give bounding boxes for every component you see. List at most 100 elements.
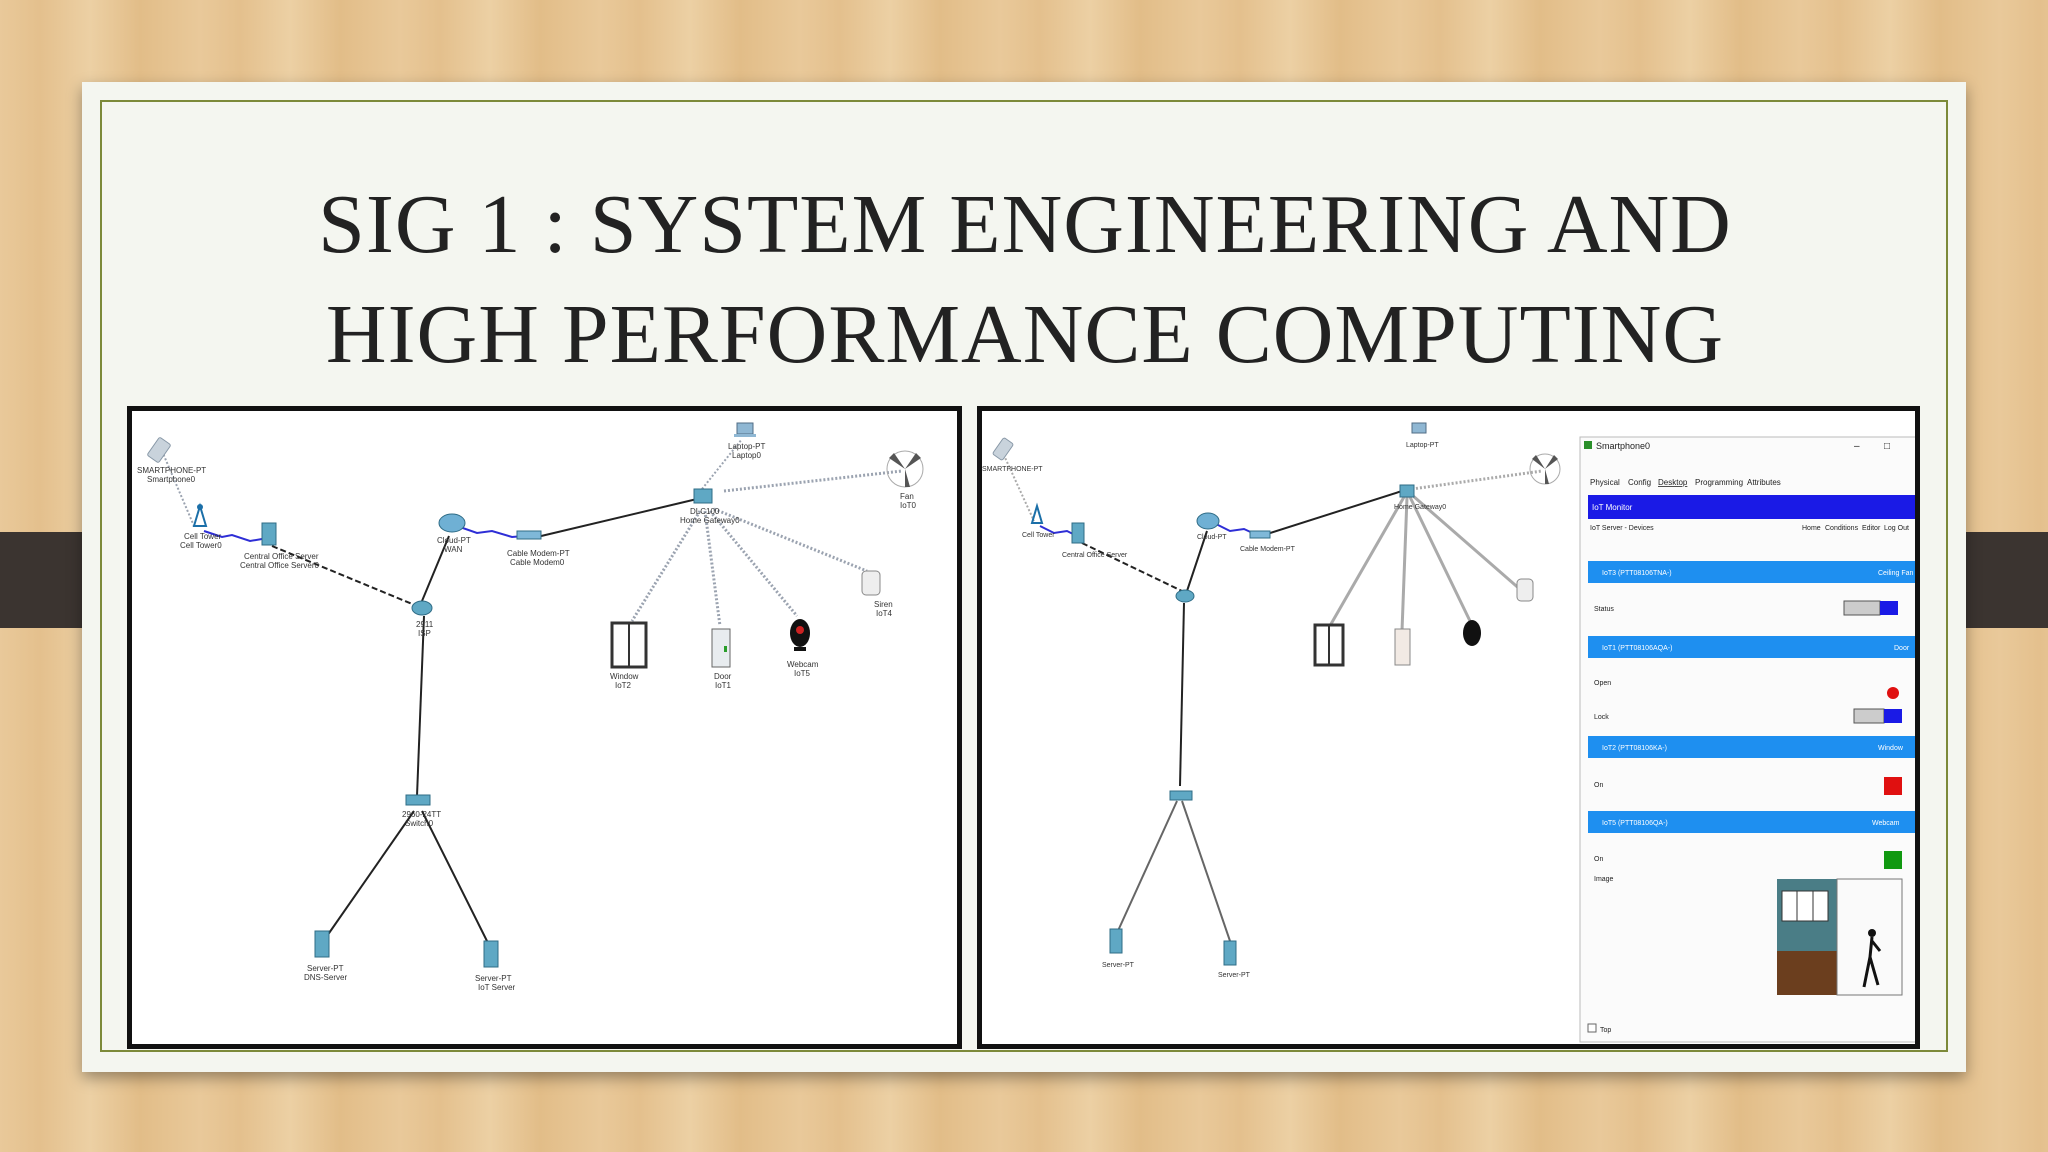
- node-label: Door: [714, 672, 732, 681]
- smartphone-node[interactable]: SMARTPHONE-PT Smartphone0: [137, 437, 206, 484]
- topology-canvas-2: SMARTPHONE-PT Cell Tower Central Office …: [982, 422, 1915, 1043]
- server-icon: [1109, 928, 1123, 954]
- node-label: Home Gateway0: [680, 516, 740, 525]
- node-label: IoT2: [615, 681, 632, 690]
- node-label: IoT1: [715, 681, 732, 690]
- node-label: Cell Tower0: [180, 541, 222, 550]
- server-icon: [1223, 940, 1237, 966]
- node-label: Webcam: [787, 660, 819, 669]
- window-node[interactable]: Window IoT2: [610, 621, 648, 690]
- nav-logout[interactable]: Log Out: [1884, 525, 1909, 532]
- nav-conditions[interactable]: Conditions: [1825, 525, 1859, 532]
- coax-link: [203, 530, 263, 543]
- fan-status-toggle[interactable]: [1843, 600, 1881, 616]
- device-id: IoT3 (PTT08106TNA-): [1602, 570, 1672, 577]
- node-label: Server-PT: [1102, 962, 1135, 969]
- cloud-node[interactable]: Cloud-PT WAN: [437, 513, 471, 554]
- network-topology-right: SMARTPHONE-PT Cell Tower Central Office …: [977, 406, 1920, 1049]
- fan-node[interactable]: Fan IoT0: [886, 450, 924, 510]
- cloud-icon: [438, 513, 466, 533]
- node-label: Cable Modem-PT: [1240, 546, 1296, 553]
- webcam-on-indicator[interactable]: [1884, 851, 1902, 869]
- nav-editor[interactable]: Editor: [1862, 525, 1881, 532]
- device-id: IoT1 (PTT08106AQA-): [1602, 645, 1672, 652]
- device-bar-webcam[interactable]: [1588, 811, 1915, 833]
- central-office-node[interactable]: Central Office Server Central Office Ser…: [240, 522, 320, 570]
- node-label: 2960-24TT: [402, 810, 441, 819]
- breadcrumb: IoT Server - Devices: [1590, 525, 1654, 532]
- iot-server-node[interactable]: Server-PT IoT Server: [475, 940, 516, 992]
- home-gateway-icon: [693, 488, 713, 504]
- switch-icon: [405, 794, 431, 806]
- webcam-icon: [1463, 620, 1481, 646]
- tab-programming[interactable]: Programming: [1695, 478, 1743, 487]
- node-label: Central Office Server: [1062, 552, 1128, 559]
- home-gateway-node[interactable]: DLC100 Home Gateway0: [680, 488, 740, 525]
- tab-config[interactable]: Config: [1628, 478, 1651, 487]
- door-node[interactable]: Door IoT1: [711, 628, 732, 690]
- app-icon: [1584, 441, 1592, 449]
- links: [1001, 450, 1543, 942]
- topology-canvas: SMARTPHONE-PT Smartphone0 Cell Tower Cel…: [137, 422, 924, 992]
- cell-tower-icon: [192, 502, 208, 527]
- server-icon: [483, 940, 499, 968]
- node-label: Central Office Server: [244, 552, 319, 561]
- door-open-indicator: [1887, 687, 1899, 699]
- dns-server-node[interactable]: Server-PT DNS-Server: [304, 930, 347, 982]
- cell-tower-node[interactable]: Cell Tower Cell Tower0: [180, 502, 222, 550]
- tab-attributes[interactable]: Attributes: [1747, 478, 1781, 487]
- smartphone-icon: [992, 437, 1014, 461]
- row-label: Status: [1594, 606, 1614, 613]
- node-label: Cell Tower: [184, 532, 222, 541]
- minimize-button[interactable]: –: [1854, 441, 1860, 452]
- nav-home[interactable]: Home: [1802, 525, 1821, 532]
- wireless-link-fan: [723, 469, 903, 493]
- node-label: Server-PT: [307, 964, 344, 973]
- tab-desktop[interactable]: Desktop: [1658, 478, 1688, 487]
- row-label: On: [1594, 782, 1603, 789]
- laptop-icon: [1411, 422, 1427, 434]
- slide-border: [100, 100, 1948, 1052]
- node-label: Fan: [900, 492, 914, 501]
- node-label: Laptop-PT: [728, 442, 765, 451]
- device-type: Door: [1894, 645, 1910, 652]
- isp-router-node[interactable]: 2911 ISP: [411, 600, 434, 638]
- webcam-node[interactable]: Webcam IoT5: [787, 619, 819, 678]
- device-bar-door[interactable]: [1588, 636, 1915, 658]
- node-label: IoT5: [794, 669, 811, 678]
- copper-link-5: [421, 810, 488, 942]
- node-label: Smartphone0: [147, 475, 196, 484]
- node-label: Siren: [874, 600, 893, 609]
- device-type: Ceiling Fan: [1878, 570, 1914, 577]
- window-on-indicator[interactable]: [1884, 777, 1902, 795]
- top-checkbox[interactable]: [1587, 1023, 1597, 1033]
- maximize-button[interactable]: □: [1884, 441, 1890, 452]
- door-lock-toggle[interactable]: [1853, 708, 1885, 724]
- server-icon: [314, 930, 330, 958]
- siren-icon: [1516, 578, 1534, 602]
- device-window[interactable]: Smartphone0 – □ Physical Config Desktop …: [1579, 436, 1915, 1043]
- laptop-icon: [736, 422, 754, 435]
- node-label: Cell Tower: [1022, 532, 1055, 539]
- copper-link-4: [326, 810, 415, 937]
- device-bar-fan[interactable]: [1588, 561, 1915, 583]
- tab-physical[interactable]: Physical: [1590, 478, 1620, 487]
- node-label: Cable Modem0: [510, 558, 565, 567]
- row-label: On: [1594, 856, 1603, 863]
- switch-node[interactable]: 2960-24TT Switch0: [402, 794, 441, 828]
- wireless-link-laptop: [701, 438, 743, 490]
- home-gateway-icon: [1399, 484, 1415, 498]
- node-label: Window: [610, 672, 639, 681]
- device-id: IoT2 (PTT08106KA-): [1602, 745, 1667, 752]
- device-id: IoT5 (PTT08106QA-): [1602, 820, 1668, 827]
- slide-title: SIG 1 : SYSTEM ENGINEERING AND HIGH PERF…: [150, 170, 1900, 390]
- cable-modem-node[interactable]: Cable Modem-PT Cable Modem0: [507, 530, 570, 567]
- laptop-node[interactable]: Laptop-PT Laptop0: [728, 422, 765, 460]
- node-label: WAN: [444, 545, 463, 554]
- device-bar-window[interactable]: [1588, 736, 1915, 758]
- node-label: IoT Server: [478, 983, 516, 992]
- wireless-link-window: [630, 510, 702, 622]
- device-type: Webcam: [1872, 820, 1900, 827]
- wireless-link: [161, 450, 195, 527]
- siren-node[interactable]: Siren IoT4: [861, 570, 893, 618]
